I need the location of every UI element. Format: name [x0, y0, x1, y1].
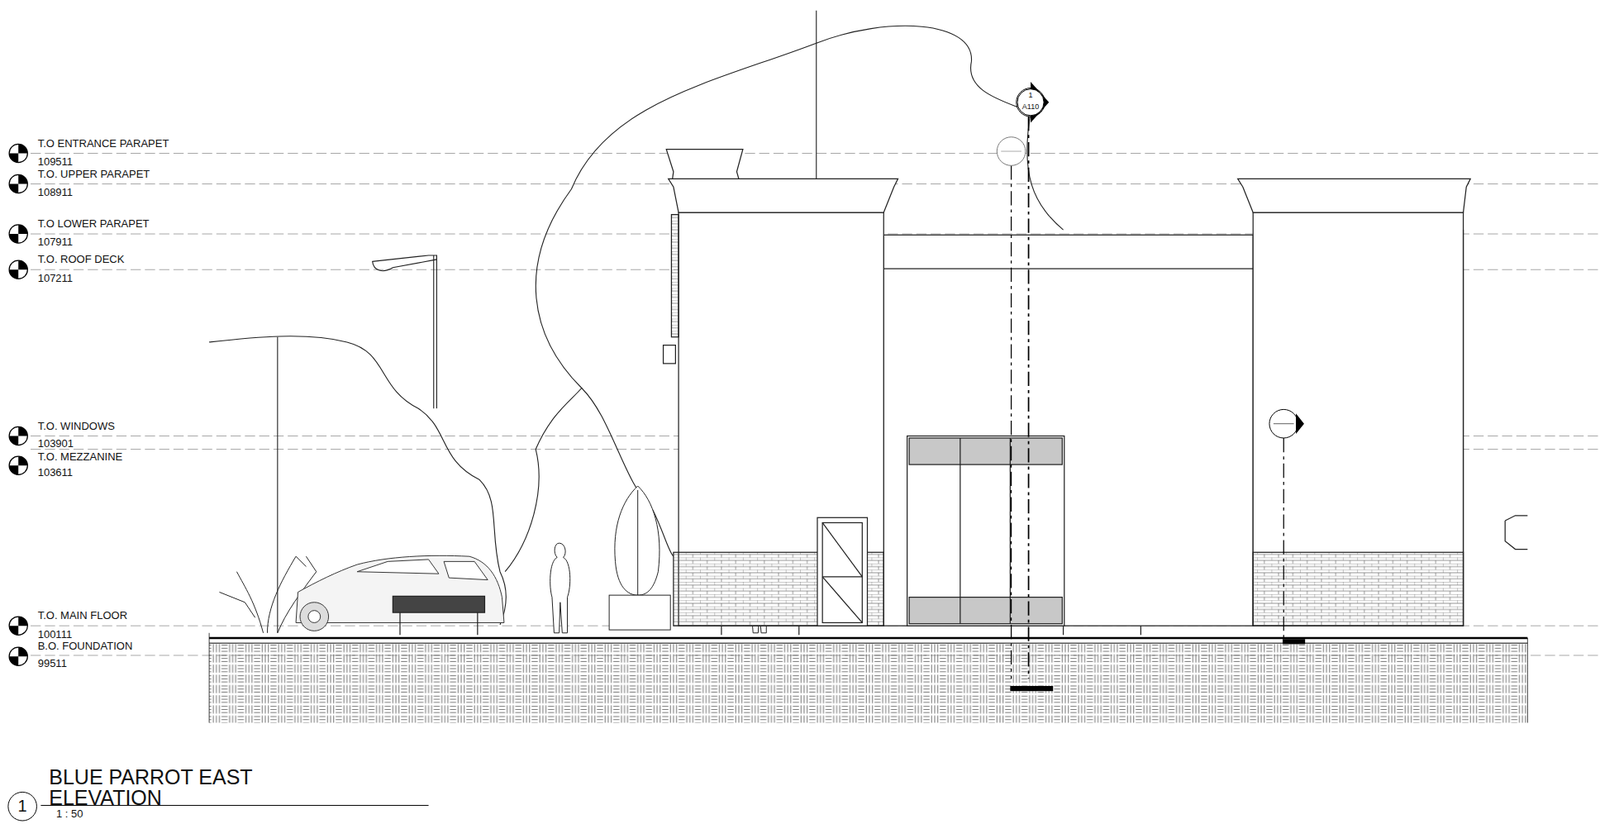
- lamp-post: [372, 255, 438, 409]
- section-lines: [996, 81, 1305, 691]
- level-name: T.O LOWER PARAPET: [38, 218, 150, 230]
- section-number: 1: [1028, 91, 1034, 100]
- level-name: T.O. WINDOWS: [38, 420, 115, 433]
- level-name: T.O. UPPER PARAPET: [38, 168, 151, 181]
- level-name: T.O. ROOF DECK: [38, 253, 125, 266]
- level-elevation: 103611: [38, 466, 73, 479]
- level-lines: [30, 153, 1600, 656]
- level-name: T.O. MEZZANINE: [38, 451, 124, 463]
- level-elevation: 103901: [38, 438, 74, 450]
- view-number: 1: [18, 797, 28, 815]
- level-elevation: 100111: [38, 628, 72, 641]
- level-name: T.O ENTRANCE PARAPET: [38, 138, 170, 150]
- level-elevation: 107211: [38, 272, 73, 285]
- planter: [609, 485, 671, 630]
- level-elevation: 109511: [38, 156, 73, 168]
- level-symbols: [9, 143, 28, 666]
- level-name: T.O. MAIN FLOOR: [38, 609, 128, 622]
- level-elevation: 99511: [38, 657, 67, 670]
- scale-label: 1 : 50: [56, 808, 84, 820]
- level-elevation: 108911: [38, 186, 73, 199]
- drawing-title: BLUE PARROT EAST ELEVATION: [48, 766, 297, 809]
- sheet-number: A110: [1022, 103, 1039, 111]
- building: [663, 149, 1529, 627]
- level-elevation: 107911: [38, 236, 73, 248]
- level-name: B.O. FOUNDATION: [38, 640, 134, 653]
- ground: [209, 633, 1528, 724]
